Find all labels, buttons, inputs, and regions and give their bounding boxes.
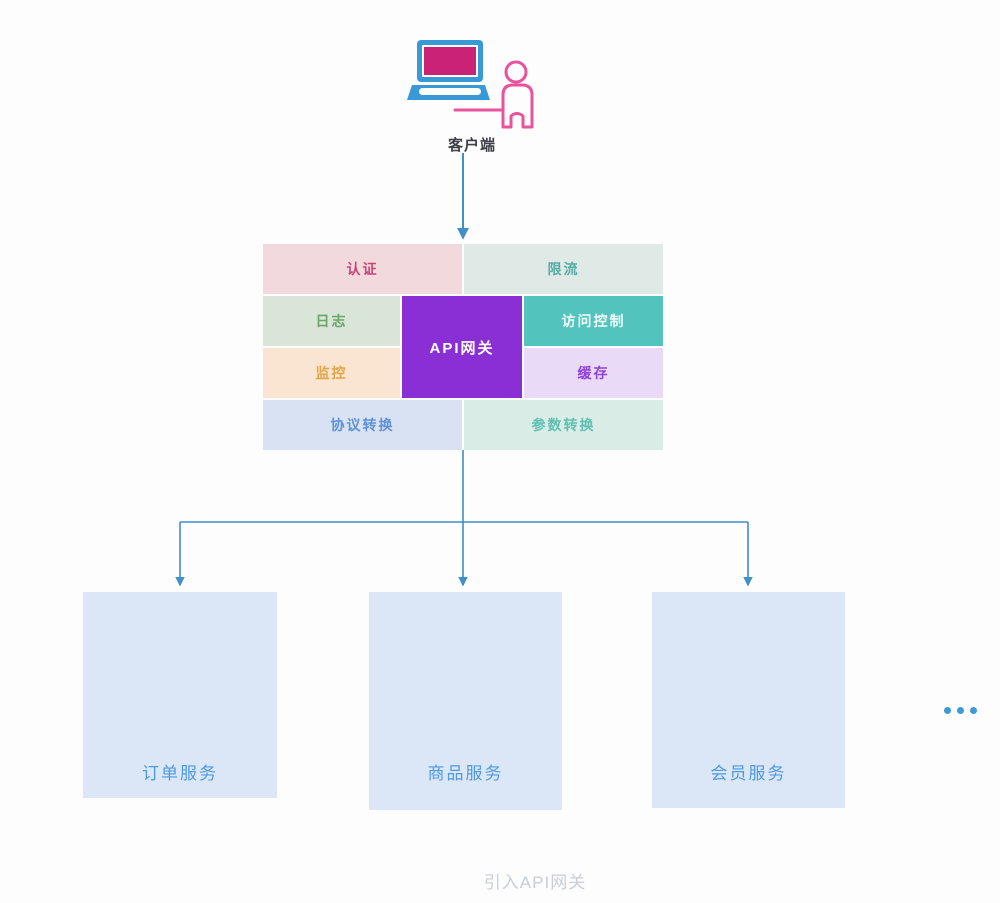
gateway-feature-logging: 日志 <box>263 296 400 346</box>
product-service-node: 商品服务 <box>369 592 562 810</box>
order-service-label: 订单服务 <box>142 764 218 783</box>
ellipsis-icon <box>944 707 977 714</box>
gateway-feature-monitoring: 监控 <box>263 348 400 398</box>
person-head <box>504 60 528 84</box>
person-body <box>501 83 534 129</box>
product-service-label: 商品服务 <box>427 764 504 783</box>
gateway-feature-rate-limit: 限流 <box>464 244 663 294</box>
gateway-feature-access-control: 访问控制 <box>524 296 663 346</box>
laptop-user-icon <box>407 40 534 129</box>
gateway-feature-auth: 认证 <box>263 244 462 294</box>
laptop-screen <box>424 47 476 75</box>
order-service-node: 订单服务 <box>83 592 277 798</box>
member-service-label: 会员服务 <box>710 764 787 783</box>
diagram-caption: 引入API网关 <box>483 873 587 892</box>
gateway-feature-cache: 缓存 <box>524 348 663 398</box>
gateway-feature-parameter-conversion: 参数转换 <box>464 400 663 450</box>
client-label: 客户端 <box>447 137 496 154</box>
gateway-core-node: API网关 <box>402 296 522 398</box>
gateway-feature-protocol-conversion: 协议转换 <box>263 400 462 450</box>
member-service-node: 会员服务 <box>652 592 845 808</box>
